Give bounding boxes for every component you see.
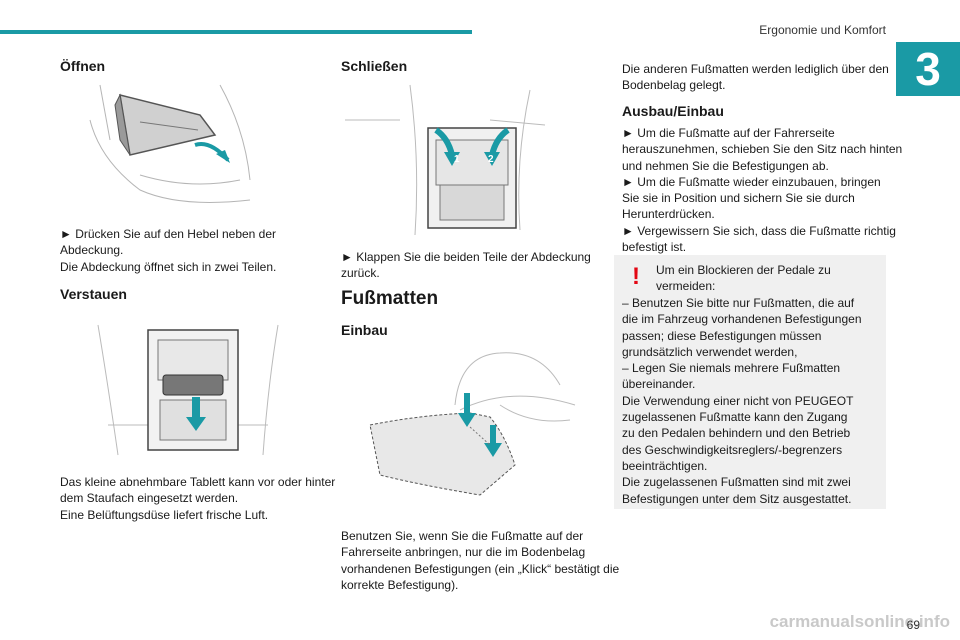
text-line: ► Um die Fußmatte wieder einzubauen, bri… — [622, 174, 881, 189]
text-line: Die Verwendung einer nicht von PEUGEOT — [622, 393, 854, 408]
page-number: 69 — [906, 618, 920, 632]
text-line: ► Drücken Sie auf den Hebel neben der — [60, 227, 277, 241]
text-line: Bodenbelag gelegt. — [622, 78, 726, 93]
text-line: passen; diese Befestigungen müssen — [622, 328, 822, 343]
text-line: ► Um die Fußmatte auf der Fahrerseite — [622, 126, 835, 140]
illustration-floor-mat — [369, 352, 576, 496]
text-line: Eine Belüftungsdüse liefert frische Luft… — [60, 507, 269, 522]
text-line: zugelassenen Fußmatte kann den Zugang — [622, 410, 848, 425]
text-line: beeinträchtigen. — [622, 458, 708, 473]
heading-install: Einbau — [341, 322, 388, 338]
illustration-storage-tray — [97, 324, 279, 456]
warning-body: – Benutzen Sie bitte nur Fußmatten, die … — [622, 295, 862, 507]
warning-box: ! Um ein Blockieren der Pedale zu vermei… — [614, 255, 886, 509]
close-text: ► Klappen Sie die beiden Teile der Abdec… — [341, 249, 591, 282]
heading-close: Schließen — [341, 58, 408, 74]
store-text: Das kleine abnehmbare Tablett kann vor o… — [60, 474, 335, 523]
text-line: Die Abdeckung öffnet sich in zwei Teilen… — [60, 259, 277, 274]
running-header: Ergonomie und Komfort — [759, 23, 886, 37]
header-accent-bar — [0, 30, 472, 34]
badge-1: 1 — [454, 154, 460, 165]
text-line: – Legen Sie niemals mehrere Fußmatten — [622, 361, 841, 376]
watermark: carmanualsonline.info — [769, 612, 950, 631]
text-line: zu den Pedalen behindern und den Betrieb — [622, 426, 851, 441]
illustration-close-cover: 1 2 — [345, 84, 546, 236]
text-line: Die anderen Fußmatten werden lediglich ü… — [622, 62, 889, 76]
open-text: ► Drücken Sie auf den Hebel neben der Ab… — [60, 226, 276, 275]
text-line: korrekte Befestigung). — [341, 577, 459, 592]
text-line: dem Staufach eingesetzt werden. — [60, 491, 239, 506]
text-line: Herunterdrücken. — [622, 207, 715, 222]
text-line: Benutzen Sie, wenn Sie die Fußmatte auf … — [341, 529, 584, 543]
badge-2: 2 — [488, 154, 494, 165]
remove-text: ► Um die Fußmatte auf der Fahrerseite he… — [622, 125, 902, 255]
text-line: befestigt ist. — [622, 240, 687, 255]
text-line: Fahrerseite anbringen, nur die im Bodenb… — [341, 545, 586, 560]
heading-remove: Ausbau/Einbau — [622, 103, 724, 119]
text-line: ► Klappen Sie die beiden Teile der Abdec… — [341, 250, 591, 264]
text-line: Um ein Blockieren der Pedale zu — [656, 263, 831, 277]
text-line: übereinander. — [622, 377, 696, 392]
warning-head: Um ein Blockieren der Pedale zu vermeide… — [656, 262, 831, 295]
text-line: des Geschwindigkeitsreglers/-begrenzers — [622, 442, 843, 457]
heading-store: Verstauen — [60, 286, 127, 302]
illustration-open-cover — [89, 84, 251, 203]
text-line: die im Fahrzeug vorhandenen Befestigunge… — [622, 312, 862, 327]
text-line: und nehmen Sie die Befestigungen ab. — [622, 158, 829, 173]
warning-icon: ! — [632, 263, 640, 290]
heading-open: Öffnen — [60, 58, 106, 74]
text-line: Das kleine abnehmbare Tablett kann vor o… — [60, 475, 336, 489]
text-line: – Benutzen Sie bitte nur Fußmatten, die … — [622, 296, 855, 310]
section-title-mats: Fußmatten — [341, 288, 439, 309]
text-line: Abdeckung. — [60, 243, 124, 258]
install-text: Benutzen Sie, wenn Sie die Fußmatte auf … — [341, 528, 619, 593]
intro-text: Die anderen Fußmatten werden lediglich ü… — [622, 61, 889, 94]
text-line: Die zugelassenen Fußmatten sind mit zwei — [622, 475, 851, 490]
text-line: ► Vergewissern Sie sich, dass die Fußmat… — [622, 223, 896, 238]
text-line: herauszunehmen, schieben Sie den Sitz na… — [622, 142, 903, 157]
text-line: zurück. — [341, 266, 380, 281]
text-line: grundsätzlich verwendet werden, — [622, 344, 798, 359]
chapter-tab: 3 — [896, 42, 960, 96]
text-line: Befestigungen unter dem Sitz ausgestatte… — [622, 491, 852, 506]
text-line: vermeiden: — [656, 279, 716, 294]
text-line: Sie sie in Position und sichern Sie sie … — [622, 191, 855, 206]
text-line: vorhandenen Befestigungen (ein „Klick“ b… — [341, 561, 620, 576]
